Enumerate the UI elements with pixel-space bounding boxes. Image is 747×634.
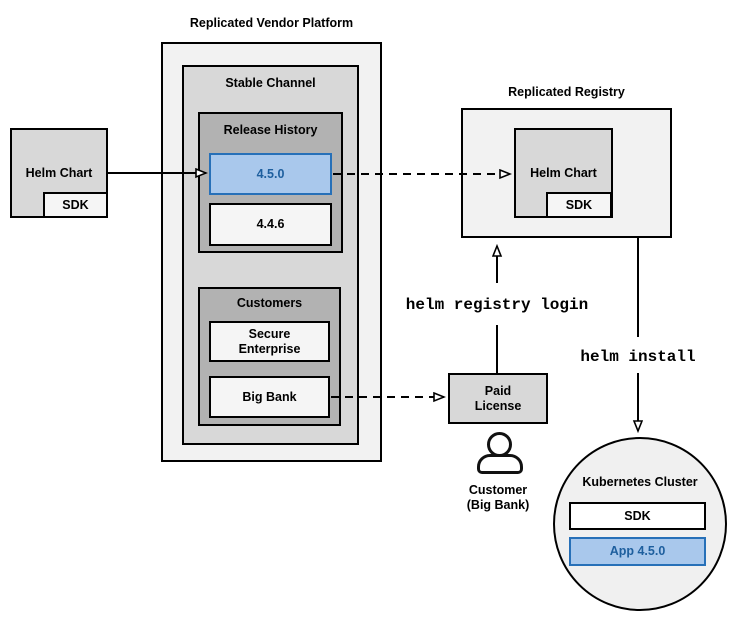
customer-label: Customer (Big Bank) bbox=[438, 483, 558, 513]
customers-title: Customers bbox=[236, 296, 303, 310]
cluster-sdk-label: SDK bbox=[624, 508, 651, 523]
release-version-label: 4.4.6 bbox=[256, 217, 285, 231]
cluster-app-label: App 4.5.0 bbox=[609, 544, 666, 558]
customer-label-line1: Customer bbox=[468, 483, 528, 497]
kubernetes-cluster-title: Kubernetes Cluster bbox=[582, 475, 698, 489]
registry-helm-chart-label: Helm Chart bbox=[530, 165, 597, 180]
paid-license-label: Paid License bbox=[474, 383, 522, 413]
customer-item-secure-enterprise: Secure Enterprise bbox=[209, 321, 330, 362]
registry-sdk-box: SDK bbox=[546, 192, 612, 218]
customer-item-label: Secure Enterprise bbox=[238, 326, 301, 356]
release-item-446: 4.4.6 bbox=[209, 203, 332, 246]
source-sdk-label: SDK bbox=[62, 197, 89, 212]
cluster-app-box: App 4.5.0 bbox=[569, 537, 706, 566]
release-history-title: Release History bbox=[223, 123, 318, 137]
helm-install-command: helm install bbox=[580, 348, 696, 366]
release-item-450: 4.5.0 bbox=[209, 153, 332, 195]
registry-title: Replicated Registry bbox=[508, 85, 625, 99]
stable-channel-title: Stable Channel bbox=[225, 76, 316, 90]
customer-label-line2: (Big Bank) bbox=[466, 498, 530, 512]
paid-license-box: Paid License bbox=[448, 373, 548, 424]
helm-registry-login-command: helm registry login bbox=[405, 296, 589, 314]
cluster-sdk-box: SDK bbox=[569, 502, 706, 530]
customer-item-label: Big Bank bbox=[242, 389, 297, 404]
registry-sdk-label: SDK bbox=[565, 197, 593, 212]
source-sdk-box: SDK bbox=[43, 192, 108, 218]
person-body-icon bbox=[477, 454, 523, 474]
customer-item-big-bank: Big Bank bbox=[209, 376, 330, 418]
source-helm-chart-label: Helm Chart bbox=[25, 165, 93, 180]
vendor-platform-title: Replicated Vendor Platform bbox=[189, 16, 354, 30]
release-version-label: 4.5.0 bbox=[256, 166, 285, 181]
